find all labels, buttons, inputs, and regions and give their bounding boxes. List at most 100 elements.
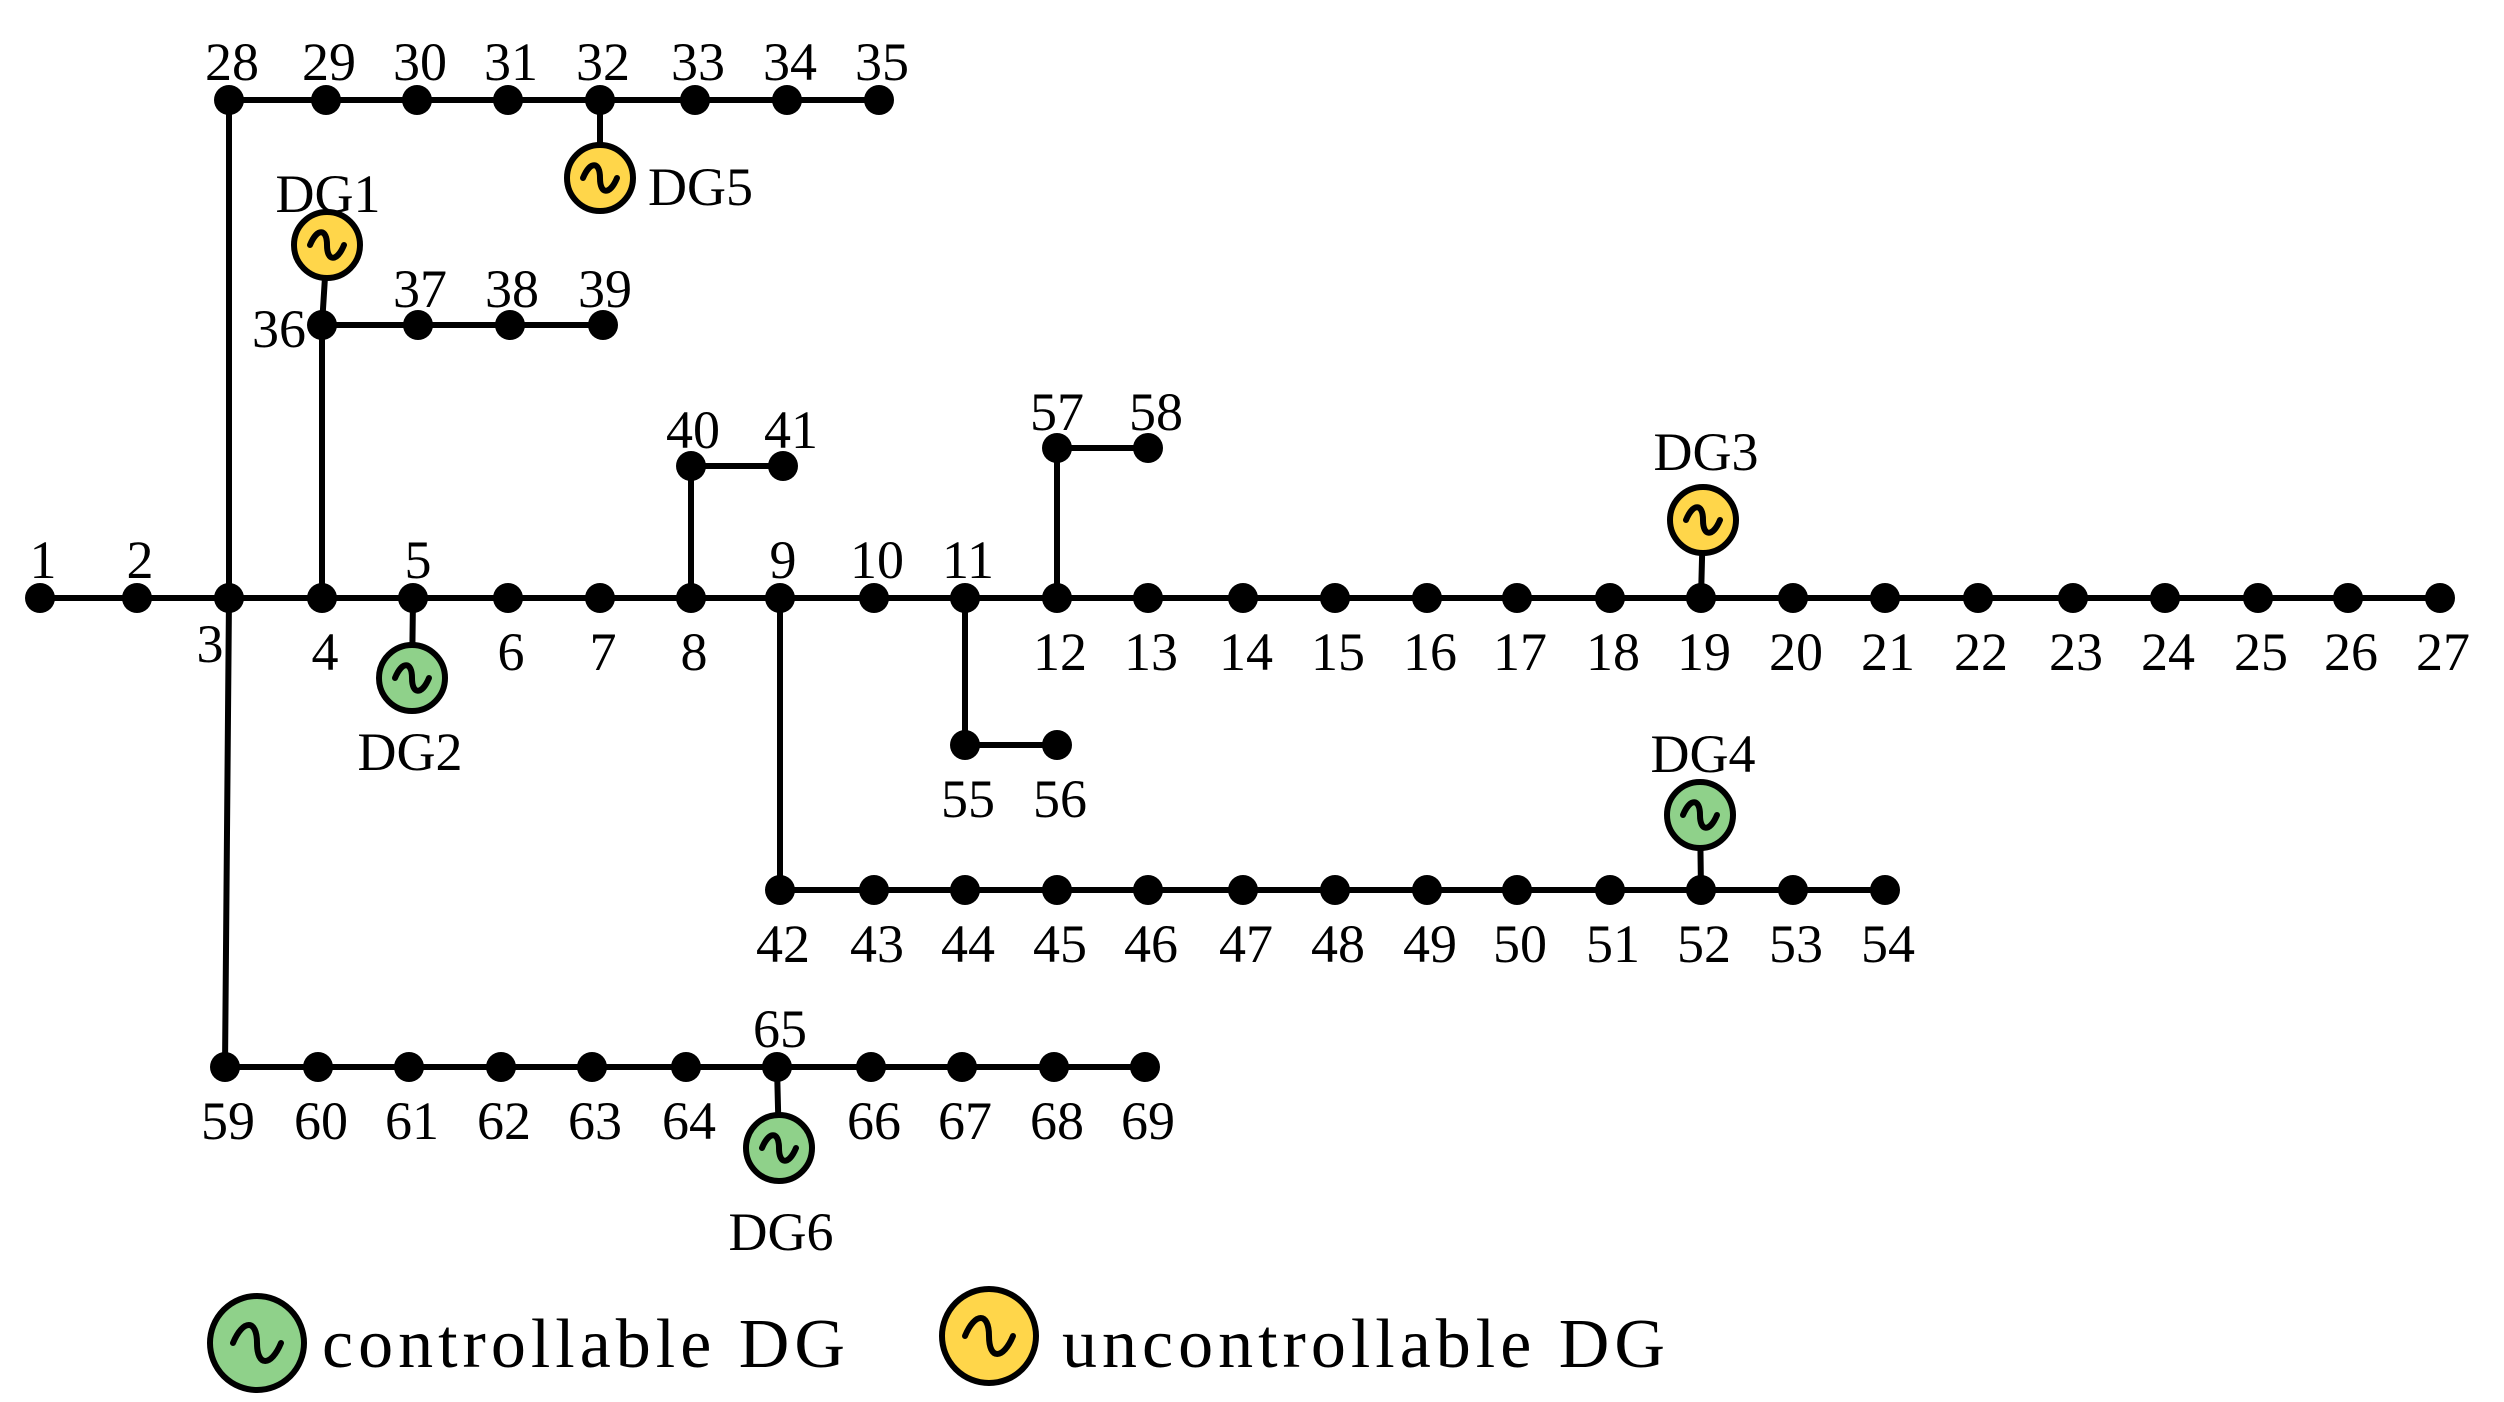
legend-controllable-icon (207, 1293, 307, 1393)
tilde-icon (1683, 504, 1723, 536)
bus-label-67: 67 (938, 1091, 992, 1151)
bus-node-59 (210, 1052, 240, 1082)
bus-node-33 (680, 85, 710, 115)
dg2-label: DG2 (358, 722, 463, 782)
tilde-icon (392, 662, 432, 694)
bus-node-22 (1963, 583, 1993, 613)
bus-node-42 (765, 875, 795, 905)
tilde-icon (307, 229, 347, 261)
bus-label-21: 21 (1861, 622, 1915, 682)
bus-label-22: 22 (1954, 622, 2008, 682)
bus-label-3: 3 (197, 614, 224, 674)
bus-label-44: 44 (941, 914, 995, 974)
bus-node-35 (864, 85, 894, 115)
line-3-59 (222, 595, 232, 1070)
bus-label-41: 41 (764, 400, 818, 460)
bus-label-17: 17 (1493, 622, 1547, 682)
bus-node-38 (495, 310, 525, 340)
bus-node-61 (394, 1052, 424, 1082)
bus-label-15: 15 (1311, 622, 1365, 682)
bus-node-62 (486, 1052, 516, 1082)
bus-label-6: 6 (498, 622, 525, 682)
bus-node-41 (768, 451, 798, 481)
bus-label-45: 45 (1033, 914, 1087, 974)
bus-node-6 (493, 583, 523, 613)
bus-label-56: 56 (1033, 769, 1087, 829)
bus-label-28: 28 (205, 32, 259, 92)
bus-node-50 (1502, 875, 1532, 905)
bus-label-19: 19 (1677, 622, 1731, 682)
bus-label-13: 13 (1124, 622, 1178, 682)
bus-node-7 (585, 583, 615, 613)
bus-label-34: 34 (763, 32, 817, 92)
bus-node-11 (950, 583, 980, 613)
bus-node-54 (1870, 875, 1900, 905)
bus-label-16: 16 (1403, 622, 1457, 682)
bus-label-68: 68 (1030, 1091, 1084, 1151)
bus-label-42: 42 (756, 914, 810, 974)
bus-node-8 (676, 583, 706, 613)
tilde-icon (759, 1132, 799, 1164)
bus-node-30 (402, 85, 432, 115)
bus-node-23 (2058, 583, 2088, 613)
bus-label-59: 59 (201, 1091, 255, 1151)
bus-label-61: 61 (385, 1091, 439, 1151)
bus-label-33: 33 (671, 32, 725, 92)
bus-label-69: 69 (1121, 1091, 1175, 1151)
bus-node-13 (1133, 583, 1163, 613)
dg2-unit (376, 642, 448, 714)
bus-label-10: 10 (850, 530, 904, 590)
bus-node-5 (398, 583, 428, 613)
dg3-label: DG3 (1654, 422, 1759, 482)
bus-label-48: 48 (1311, 914, 1365, 974)
dg1-unit (291, 209, 363, 281)
bus-label-4: 4 (312, 622, 339, 682)
bus-label-53: 53 (1769, 914, 1823, 974)
bus-node-2 (122, 583, 152, 613)
bus-label-29: 29 (302, 32, 356, 92)
bus-label-57: 57 (1030, 382, 1084, 442)
bus-node-40 (676, 451, 706, 481)
bus-label-26: 26 (2324, 622, 2378, 682)
bus-node-9 (765, 583, 795, 613)
tilde-icon (1680, 799, 1720, 831)
bus-label-54: 54 (1861, 914, 1915, 974)
bus-node-49 (1412, 875, 1442, 905)
bus-node-58 (1133, 433, 1163, 463)
bus-node-57 (1042, 433, 1072, 463)
bus-node-47 (1228, 875, 1258, 905)
bus-label-25: 25 (2234, 622, 2288, 682)
bus-node-3 (214, 583, 244, 613)
bus-node-21 (1870, 583, 1900, 613)
bus-node-48 (1320, 875, 1350, 905)
bus-label-50: 50 (1493, 914, 1547, 974)
bus-node-51 (1595, 875, 1625, 905)
bus-node-39 (588, 310, 618, 340)
bus-label-7: 7 (590, 622, 617, 682)
bus-node-31 (493, 85, 523, 115)
bus-label-11: 11 (942, 530, 994, 590)
bus-node-66 (856, 1052, 886, 1082)
bus-node-19 (1686, 583, 1716, 613)
bus-label-37: 37 (393, 259, 447, 319)
bus-label-2: 2 (127, 530, 154, 590)
line-segments (37, 97, 2443, 1070)
bus-label-51: 51 (1586, 914, 1640, 974)
bus-node-68 (1039, 1052, 1069, 1082)
bus-node-34 (772, 85, 802, 115)
bus-label-12: 12 (1033, 622, 1087, 682)
bus-label-64: 64 (662, 1091, 716, 1151)
dg4-label: DG4 (1651, 724, 1756, 784)
bus-label-65: 65 (753, 999, 807, 1059)
bus-node-52 (1686, 875, 1716, 905)
dg3-unit (1667, 484, 1739, 556)
bus-label-32: 32 (576, 32, 630, 92)
legend-uncontrollable-icon (939, 1286, 1039, 1386)
bus-label-58: 58 (1129, 382, 1183, 442)
bus-node-63 (577, 1052, 607, 1082)
bus-node-55 (950, 730, 980, 760)
bus-node-25 (2243, 583, 2273, 613)
